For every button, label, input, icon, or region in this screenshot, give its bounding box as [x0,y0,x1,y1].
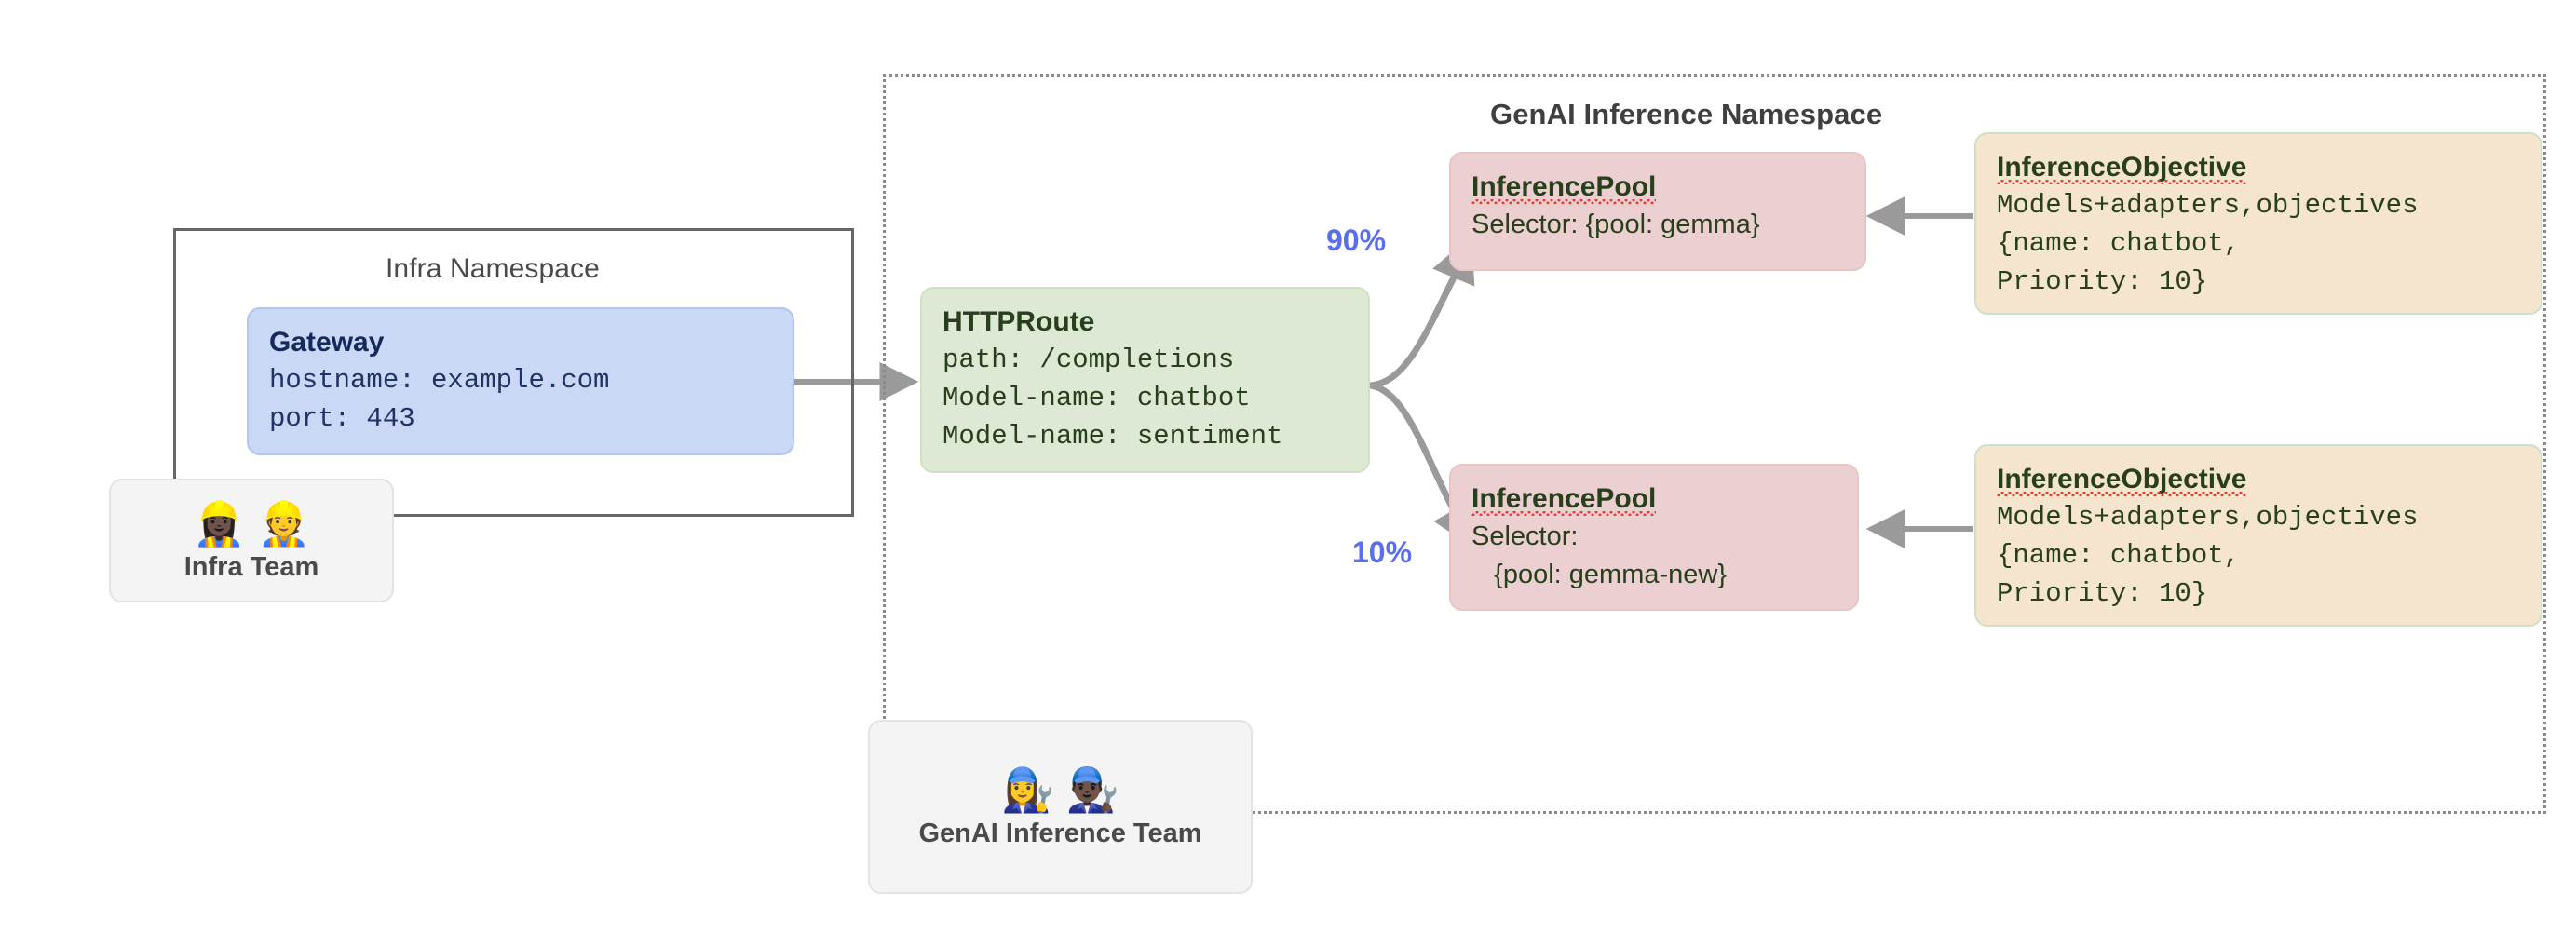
httproute-title: HTTPRoute [942,306,1095,337]
httproute-line-path: path: /completions [942,345,1235,375]
httproute-line-model-chatbot: Model-name: chatbot [942,383,1251,413]
inferenceobjective-1-title: InferenceObjective [1997,149,2247,186]
httproute-card[interactable]: HTTPRoute path: /completions Model-name:… [920,287,1370,473]
genai-team-label: GenAI Inference Team [918,818,1202,848]
namespace-genai-inference [883,74,2546,814]
infra-team-label: Infra Team [183,552,319,582]
inferenceobjective-1-line-name: {name: chatbot, [1997,228,2241,259]
gateway-line-port: port: 443 [269,403,415,434]
inferenceobjective-2-line-name: {name: chatbot, [1997,540,2241,571]
weight-label-10: 10% [1352,535,1413,569]
inferenceobjective-1-line-models: Models+adapters,objectives [1997,190,2419,221]
gateway-line-hostname: hostname: example.com [269,365,610,396]
namespace-genai-inference-label: GenAI Inference Namespace [1490,98,1883,130]
inferencepool-card-gemma-new[interactable]: InferencePool Selector: {pool: gemma-new… [1449,464,1859,611]
inferenceobjective-1-line-priority: Priority: 10} [1997,266,2208,297]
inferencepool-gemma-title: InferencePool [1471,169,1657,206]
inferenceobjective-card-1[interactable]: InferenceObjective Models+adapters,objec… [1974,132,2542,315]
infra-team-avatars: 👷🏿‍♀️👷 [192,499,322,548]
genai-team-avatars: 👩‍🔧👨🏿‍🔧 [1001,765,1131,814]
team-badge-genai-inference[interactable]: 👩‍🔧👨🏿‍🔧 GenAI Inference Team [868,720,1253,894]
inferenceobjective-card-2[interactable]: InferenceObjective Models+adapters,objec… [1974,444,2542,627]
gateway-card[interactable]: Gateway hostname: example.com port: 443 [247,307,794,455]
inferencepool-gemma-selector: Selector: {pool: gemma} [1471,210,1760,239]
team-badge-infra[interactable]: 👷🏿‍♀️👷 Infra Team [109,479,394,602]
inferencepool-gemma-new-title: InferencePool [1471,480,1657,518]
namespace-infra [173,228,854,517]
inferenceobjective-2-line-models: Models+adapters,objectives [1997,502,2419,533]
gateway-title: Gateway [269,327,385,358]
inferencepool-gemma-new-selector-value: {pool: gemma-new} [1471,560,1728,589]
namespace-infra-label: Infra Namespace [386,253,600,284]
inferenceobjective-2-line-priority: Priority: 10} [1997,578,2208,609]
inferencepool-gemma-new-selector: Selector: [1471,521,1579,551]
inferenceobjective-2-title: InferenceObjective [1997,461,2247,498]
weight-label-90: 90% [1326,223,1387,257]
inferencepool-card-gemma[interactable]: InferencePool Selector: {pool: gemma} [1449,152,1866,271]
httproute-line-model-sentiment: Model-name: sentiment [942,421,1283,452]
